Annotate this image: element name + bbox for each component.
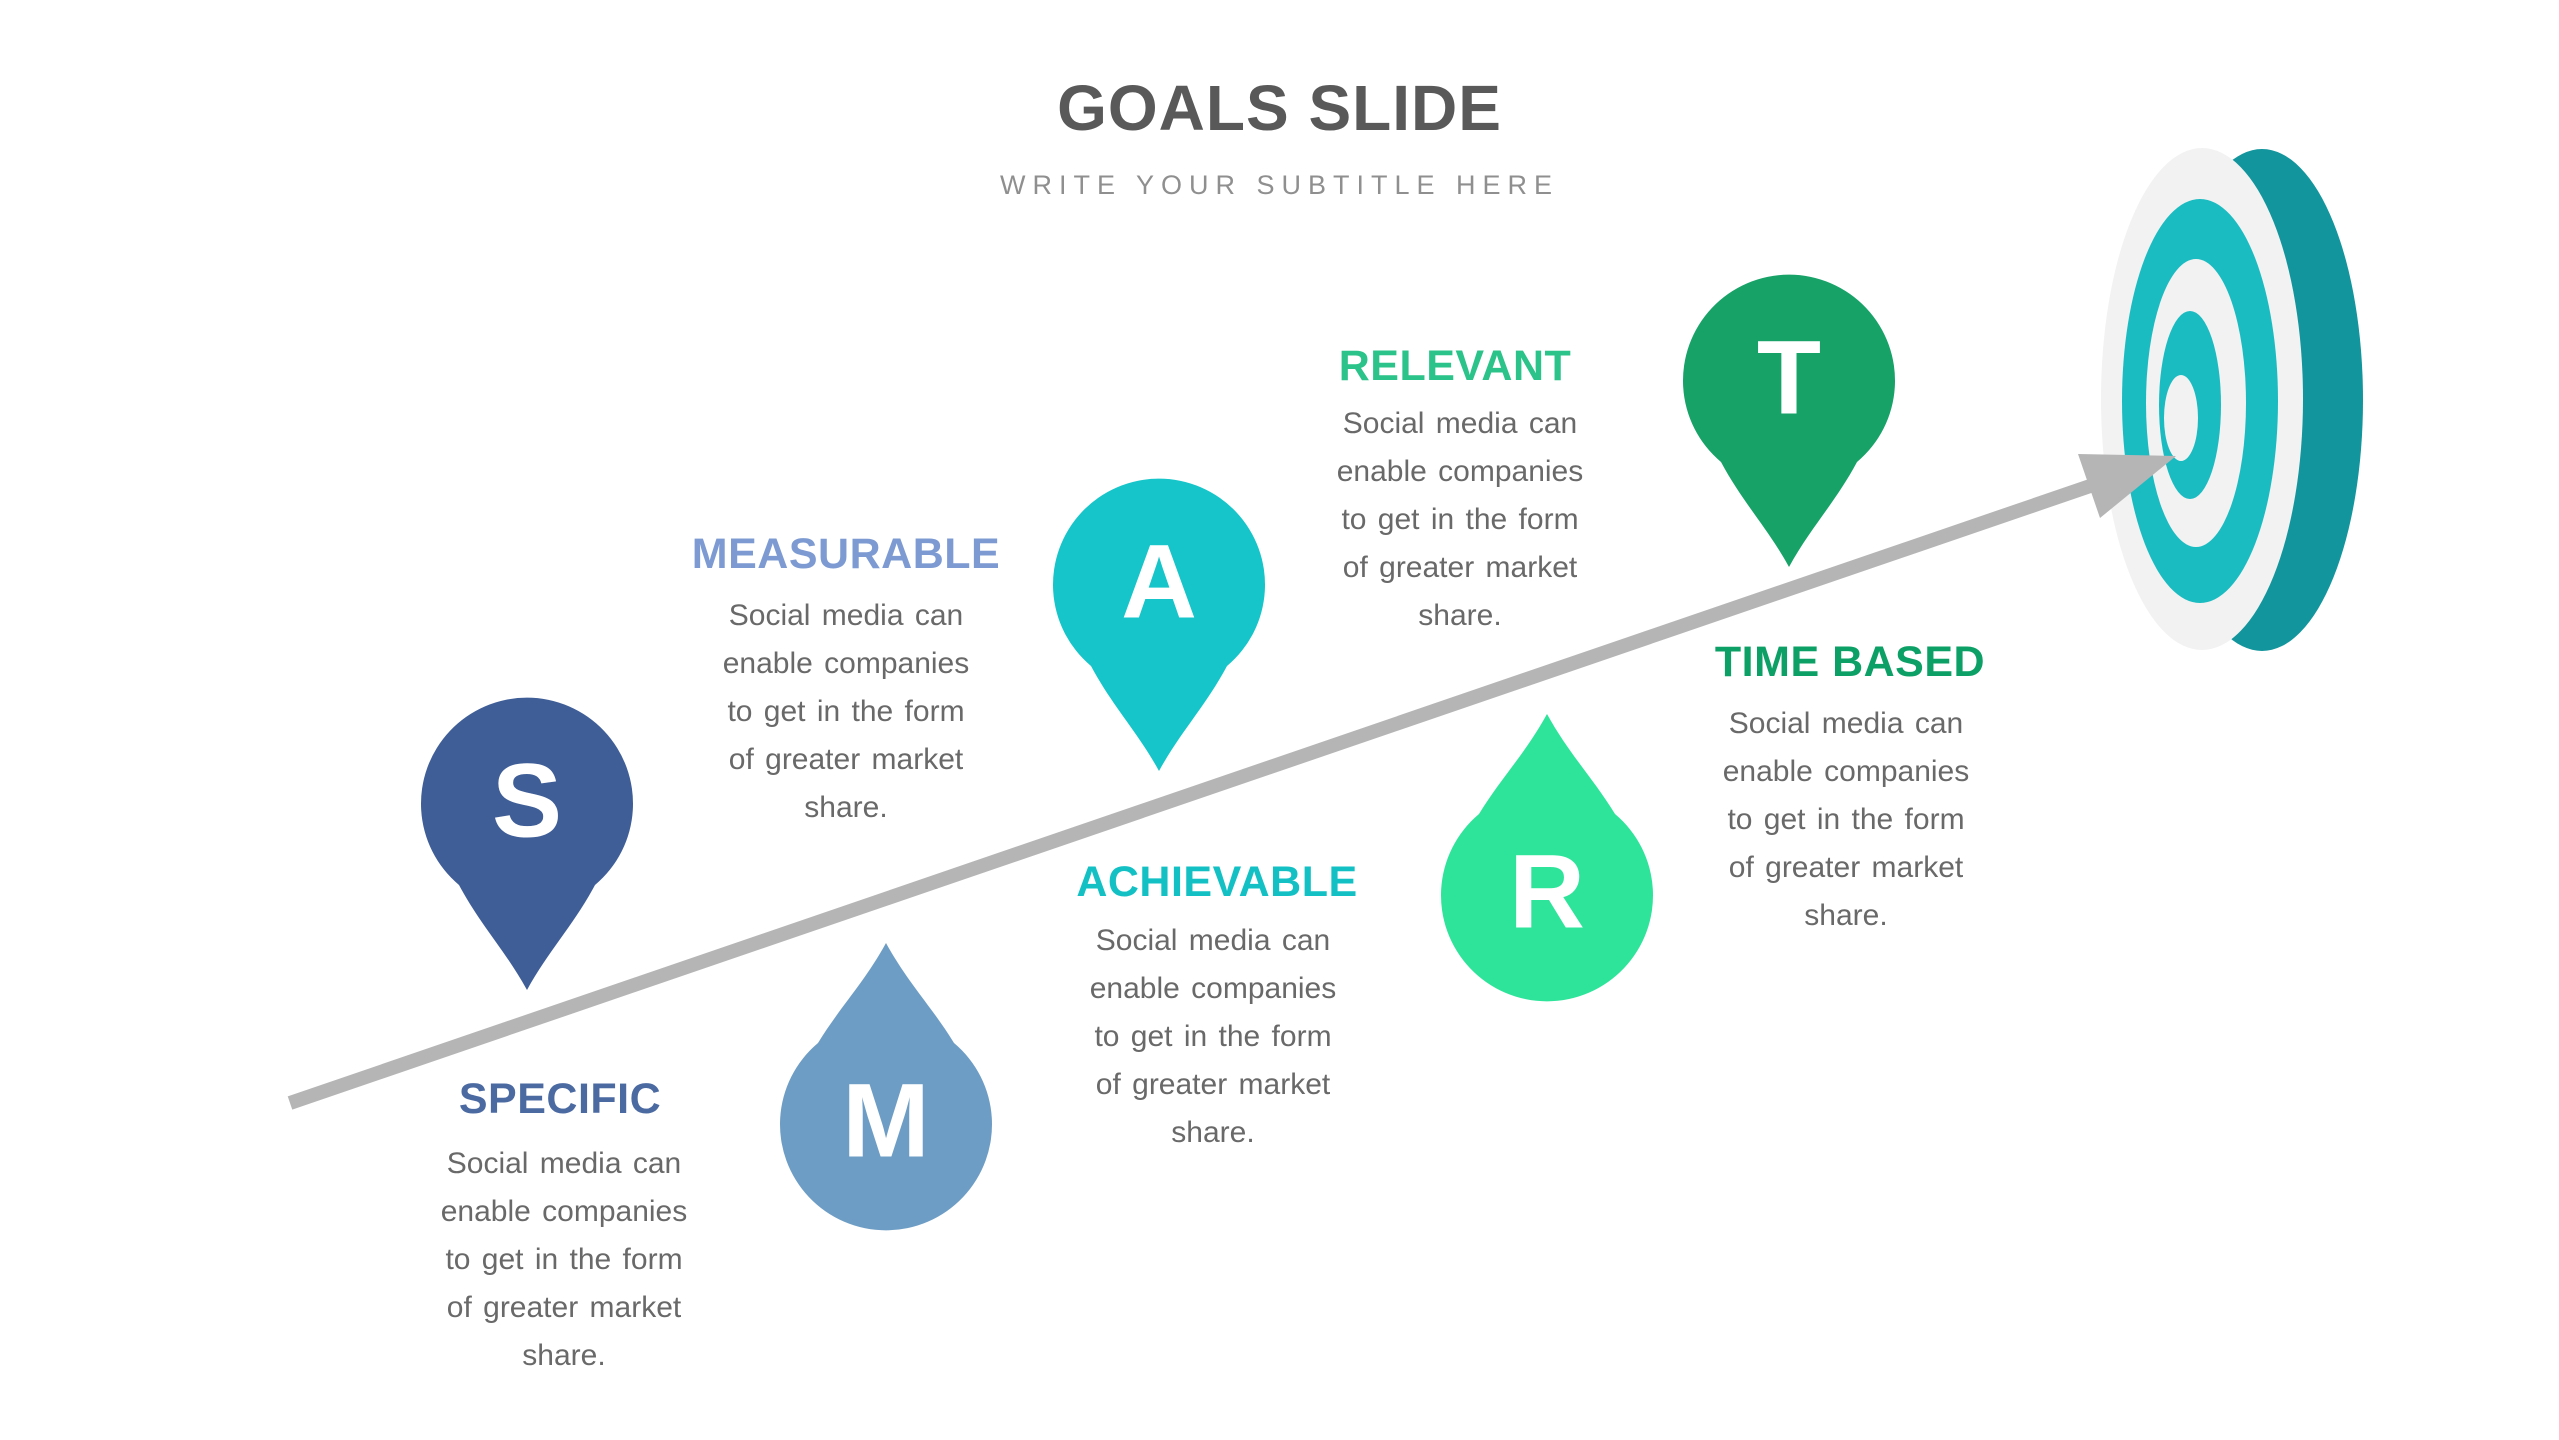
trend-arrow — [287, 454, 2176, 1110]
target-bullseye-center — [2164, 375, 2198, 461]
droplet-marker-relevant — [1441, 714, 1653, 1002]
marker-letter-timebased: T — [1756, 319, 1822, 437]
body-line: enable companies — [1336, 455, 1584, 488]
item-label-timebased: TIME BASED — [1714, 638, 1986, 686]
body-line: enable companies — [1089, 972, 1337, 1005]
marker-letter-achievable: A — [1121, 523, 1197, 641]
pin-marker-achievable — [1053, 478, 1265, 771]
body-line: to get in the form — [1341, 503, 1579, 536]
body-line: of greater market — [1095, 1068, 1331, 1101]
pin-marker-specific — [421, 697, 633, 990]
body-line: of greater market — [446, 1291, 682, 1324]
marker-letter-measurable: M — [842, 1062, 930, 1180]
body-line: to get in the form — [727, 695, 965, 728]
item-body-relevant: Social media can enable companies to get… — [1290, 400, 1630, 640]
body-line: to get in the form — [1727, 803, 1965, 836]
item-label-achievable: ACHIEVABLE — [1076, 858, 1358, 906]
marker-letter-relevant: R — [1509, 833, 1585, 951]
body-line: Social media can — [1728, 707, 1964, 740]
body-line: Social media can — [1095, 924, 1331, 957]
item-label-specific: SPECIFIC — [458, 1075, 662, 1123]
body-line: to get in the form — [445, 1243, 683, 1276]
item-label-relevant: RELEVANT — [1338, 342, 1572, 390]
body-line: share. — [1804, 899, 1888, 932]
item-body-timebased: Social media can enable companies to get… — [1676, 700, 2016, 940]
item-body-measurable: Social media can enable companies to get… — [676, 592, 1016, 832]
body-line: share. — [804, 791, 888, 824]
page-subtitle: WRITE YOUR SUBTITLE HERE — [999, 170, 1560, 200]
body-line: Social media can — [1342, 407, 1578, 440]
body-line: enable companies — [440, 1195, 688, 1228]
arrow-head — [2078, 454, 2176, 518]
body-line: to get in the form — [1094, 1020, 1332, 1053]
item-label-measurable: MEASURABLE — [691, 530, 1001, 578]
pin-marker-timebased — [1683, 274, 1895, 567]
page-title: GOALS SLIDE — [1057, 72, 1502, 144]
marker-letter-specific: S — [491, 742, 563, 860]
body-line: enable companies — [1722, 755, 1970, 788]
body-line: enable companies — [722, 647, 970, 680]
body-line: of greater market — [1342, 551, 1578, 584]
item-body-specific: Social media can enable companies to get… — [394, 1140, 734, 1380]
body-line: Social media can — [728, 599, 964, 632]
body-line: share. — [1171, 1116, 1255, 1149]
body-line: of greater market — [728, 743, 964, 776]
body-line: share. — [522, 1339, 606, 1372]
body-line: of greater market — [1728, 851, 1964, 884]
arrow-shaft — [287, 477, 2099, 1110]
target-icon — [2101, 148, 2363, 651]
body-line: Social media can — [446, 1147, 682, 1180]
body-line: share. — [1418, 599, 1502, 632]
droplet-marker-measurable — [780, 943, 992, 1231]
item-body-achievable: Social media can enable companies to get… — [1043, 917, 1383, 1157]
